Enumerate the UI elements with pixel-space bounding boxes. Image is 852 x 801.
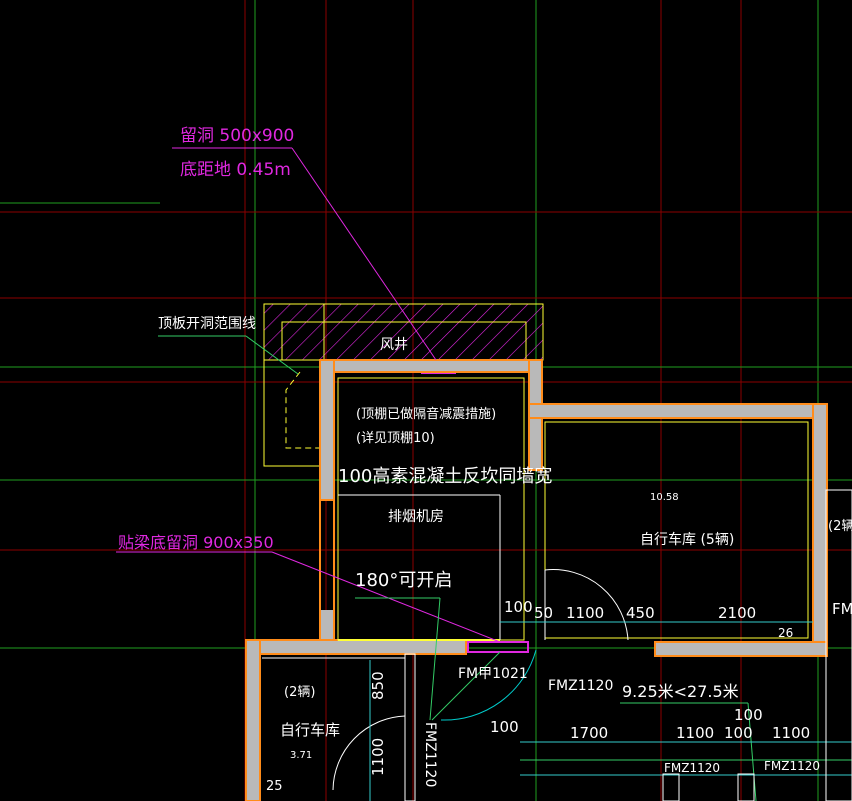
bike-count-left: (2辆) [284,685,315,700]
distance-note: 9.25米<27.5米 [622,682,739,701]
door-fmz-bottom-label: FMZ1120 [664,761,720,775]
wall-left-garage [245,639,261,801]
ceiling-note-1: (顶棚已做隔音减震措施) [356,406,496,422]
dimension-text: 100 [734,706,763,724]
wall-left-upper [319,359,335,501]
door-swing-arc [544,569,629,641]
doors [332,569,629,791]
dimension-text: 100 [490,718,519,736]
door-fm-label: FM甲1021 [458,666,528,682]
leader-line [431,651,501,721]
slab-opening-label: 顶板开洞范围线 [158,315,256,332]
small-room-outline [825,489,852,801]
note-leaders [158,335,757,801]
drawing-text: 留洞 500x900 底距地 0.45m 贴梁底留洞 900x350 顶板开洞范… [118,126,852,794]
wall-right-vertical [812,403,828,657]
beam-opening-text: 贴梁底留洞 900x350 [118,533,274,552]
area-right: 10.58 [650,492,679,503]
dimension-text: 1100 [676,724,714,742]
door-swing-arc [332,715,406,791]
dimension-text: 2100 [718,604,756,622]
door-frame [467,641,529,653]
dimension-text: 100 [504,598,533,616]
ceiling-note-2: (详见顶棚10) [356,431,435,446]
bike-garage-left-label: 自行车库 [280,721,340,739]
annotation-leaders [116,147,501,643]
dimension-text: 1100 [369,738,387,776]
door-fmz-bottom-label: FMZ1120 [764,759,820,773]
door-swing-arc [440,649,537,721]
dimension-text: 100 [724,724,753,742]
dimension-text: 850 [369,671,387,700]
dimension-text: 1700 [570,724,608,742]
bike-garage-right-label: 自行车库 (5辆) [640,531,734,548]
leader-line [747,702,757,801]
bike-count-far-right: (2辆 [828,519,852,534]
dimension-text: 1100 [772,724,810,742]
leader-line [429,597,441,721]
door-fmz-vertical-label: FMZ1120 [422,722,438,787]
dimension-text: 25 [266,779,283,794]
open-angle-label: 180°可开启 [355,570,452,591]
wall-left-lower-fill [321,610,333,648]
dimension-lines [369,489,852,801]
dimension-text: 50 [534,604,553,622]
wall-small-partition [404,653,416,801]
wall-bottom-left [245,639,467,655]
small-room-outline [662,773,680,801]
air-shaft-label: 风井 [380,337,408,353]
room-outlines [262,377,809,659]
walls [245,359,828,801]
opening-size-text: 留洞 500x900 [180,126,294,146]
wall-top [319,359,543,373]
small-room-outline [737,773,755,801]
curb-note: 100高素混凝土反坎同墙宽 [338,466,552,487]
wall-right-top [528,403,828,419]
slab-opening-range-line [285,371,320,449]
wall-bottom-right [654,641,828,657]
area-left: 3.71 [290,750,312,761]
garage-right-outline [544,421,809,639]
leader-line [245,335,299,375]
dimension-text: FM [832,600,852,618]
opening-height-text: 底距地 0.45m [180,160,291,180]
leader-line [271,551,501,643]
dimension-text: 1100 [566,604,604,622]
door-fmz-label: FMZ1120 [548,678,613,694]
air-shaft-hatch [264,304,543,360]
leader-line [291,147,437,361]
dimension-text: 26 [778,626,793,640]
dimension-text: 450 [626,604,655,622]
fan-room-label: 排烟机房 [388,509,444,525]
